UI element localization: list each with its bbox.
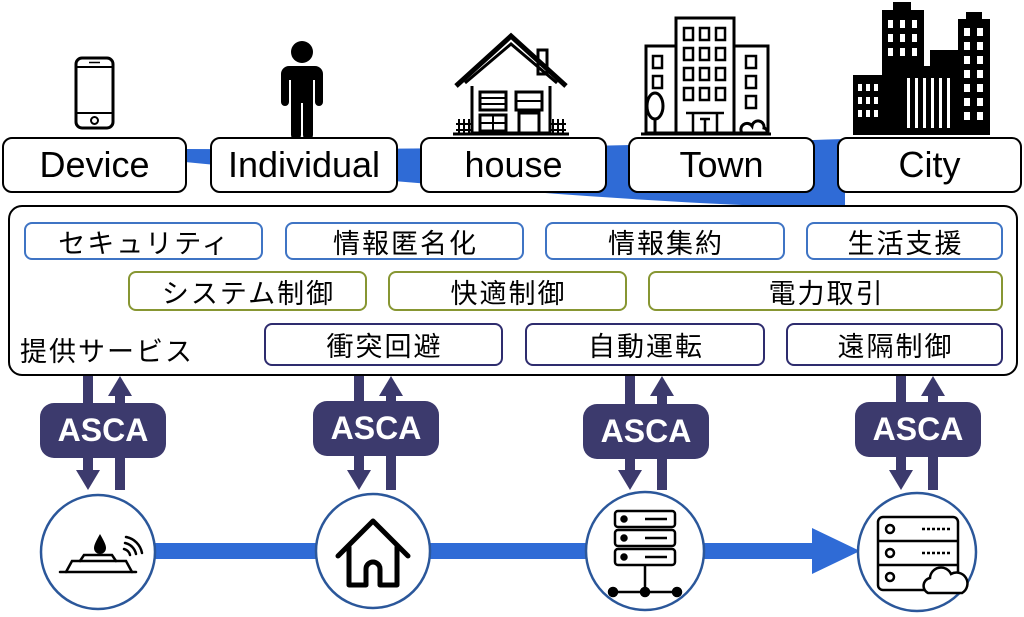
person-icon [281,41,323,140]
server-network-icon [607,509,683,598]
cloud-server-icon [876,515,969,595]
level-label-device: Device [2,137,187,193]
iot-sensor-icon [58,534,144,574]
service-comfort-control: 快適制御 [388,271,627,311]
level-label-individual: Individual [210,137,398,193]
node-circle [314,492,432,610]
service-autonomous-driving: 自動運転 [525,323,765,366]
service-security: セキュリティ [24,222,263,260]
services-heading: 提供サービス [20,337,194,368]
asca-badge: ASCA [855,402,981,457]
city-skyline-icon [853,2,990,135]
house-icon [453,32,569,136]
town-buildings-icon [641,16,771,136]
level-label-city: City [837,137,1022,193]
asca-badge: ASCA [40,403,166,458]
service-life-support: 生活支援 [806,222,1003,260]
level-label-house: house [420,137,607,193]
service-collision-avoidance: 衝突回避 [264,323,503,366]
level-label-town: Town [628,137,815,193]
asca-badge: ASCA [313,401,439,456]
home-icon [335,518,411,588]
service-information-aggregation: 情報集約 [545,222,785,260]
service-remote-control: 遠隔制御 [786,323,1003,366]
data-flow-arrow [150,528,860,574]
service-system-control: システム制御 [128,271,367,311]
smartphone-icon [74,56,115,130]
service-power-trading: 電力取引 [648,271,1003,311]
asca-badge: ASCA [583,404,709,459]
service-information-anonymization: 情報匿名化 [285,222,524,260]
services-panel: セキュリティ 情報匿名化 情報集約 生活支援 システム制御 快適制御 電力取引 … [8,205,1018,376]
